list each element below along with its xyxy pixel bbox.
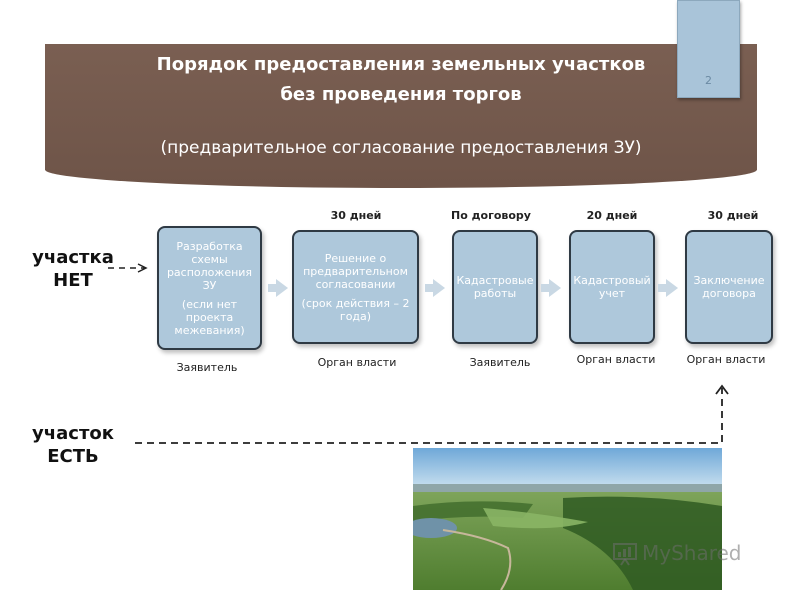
actor-step-2: Орган власти	[317, 356, 397, 369]
actor-step-1: Заявитель	[176, 361, 238, 374]
step-2-text: Решение о предварительном согласовании	[303, 251, 408, 291]
title-line-2: без проведения торгов	[280, 84, 522, 105]
step-1-note: (если нет проекта межевания)	[174, 297, 245, 337]
no-plot-line-2: НЕТ	[53, 270, 93, 291]
no-plot-line-1: участка	[32, 247, 114, 268]
watermark: MyShared	[612, 540, 742, 566]
duration-step-3: По договору	[451, 209, 531, 222]
has-plot-line-2: ЕСТЬ	[47, 446, 99, 467]
actor-step-3: Заявитель	[469, 356, 531, 369]
duration-step-2: 30 дней	[330, 209, 382, 222]
no-plot-label: участка НЕТ	[28, 246, 118, 292]
step-3-text: Кадастровые работы	[456, 274, 534, 300]
connector-arrowhead-up-icon	[715, 384, 729, 395]
arrow-right-icon	[541, 279, 561, 297]
step-cadastral-registration: Кадастровый учет	[569, 230, 655, 344]
actor-step-5: Орган власти	[686, 353, 766, 366]
step-4-text: Кадастровый учет	[573, 274, 651, 300]
step-cadastral-works: Кадастровые работы	[452, 230, 538, 344]
page-number-tab: 2	[677, 0, 740, 98]
step-5-text: Заключение договора	[693, 274, 765, 300]
arrow-right-icon	[268, 279, 288, 297]
step-contract-conclusion: Заключение договора	[685, 230, 773, 344]
has-plot-label: участок ЕСТЬ	[28, 422, 118, 468]
duration-step-5: 30 дней	[707, 209, 759, 222]
step-scheme-development: Разработка схемы расположения ЗУ (если н…	[157, 226, 262, 350]
arrow-right-icon	[658, 279, 678, 297]
step-preliminary-approval: Решение о предварительном согласовании (…	[292, 230, 419, 344]
header-banner	[45, 44, 757, 188]
arrow-right-icon	[425, 279, 445, 297]
watermark-text: MyShared	[642, 541, 742, 565]
duration-step-4: 20 дней	[586, 209, 638, 222]
title-line-1: Порядок предоставления земельных участко…	[156, 54, 646, 75]
step-2-note: (срок действия – 2 года)	[301, 296, 410, 323]
step-1-text: Разработка схемы расположения ЗУ	[166, 239, 253, 292]
page-subtitle: (предварительное согласование предоставл…	[160, 138, 642, 158]
connector-arrowhead-icon	[137, 263, 148, 273]
actor-step-4: Орган власти	[576, 353, 656, 366]
page-number: 2	[705, 74, 712, 87]
page-title: Порядок предоставления земельных участко…	[45, 50, 757, 110]
has-plot-line-1: участок	[32, 423, 114, 444]
has-plot-connector	[135, 388, 723, 444]
landscape-photo	[413, 448, 722, 590]
presentation-icon	[613, 543, 637, 566]
